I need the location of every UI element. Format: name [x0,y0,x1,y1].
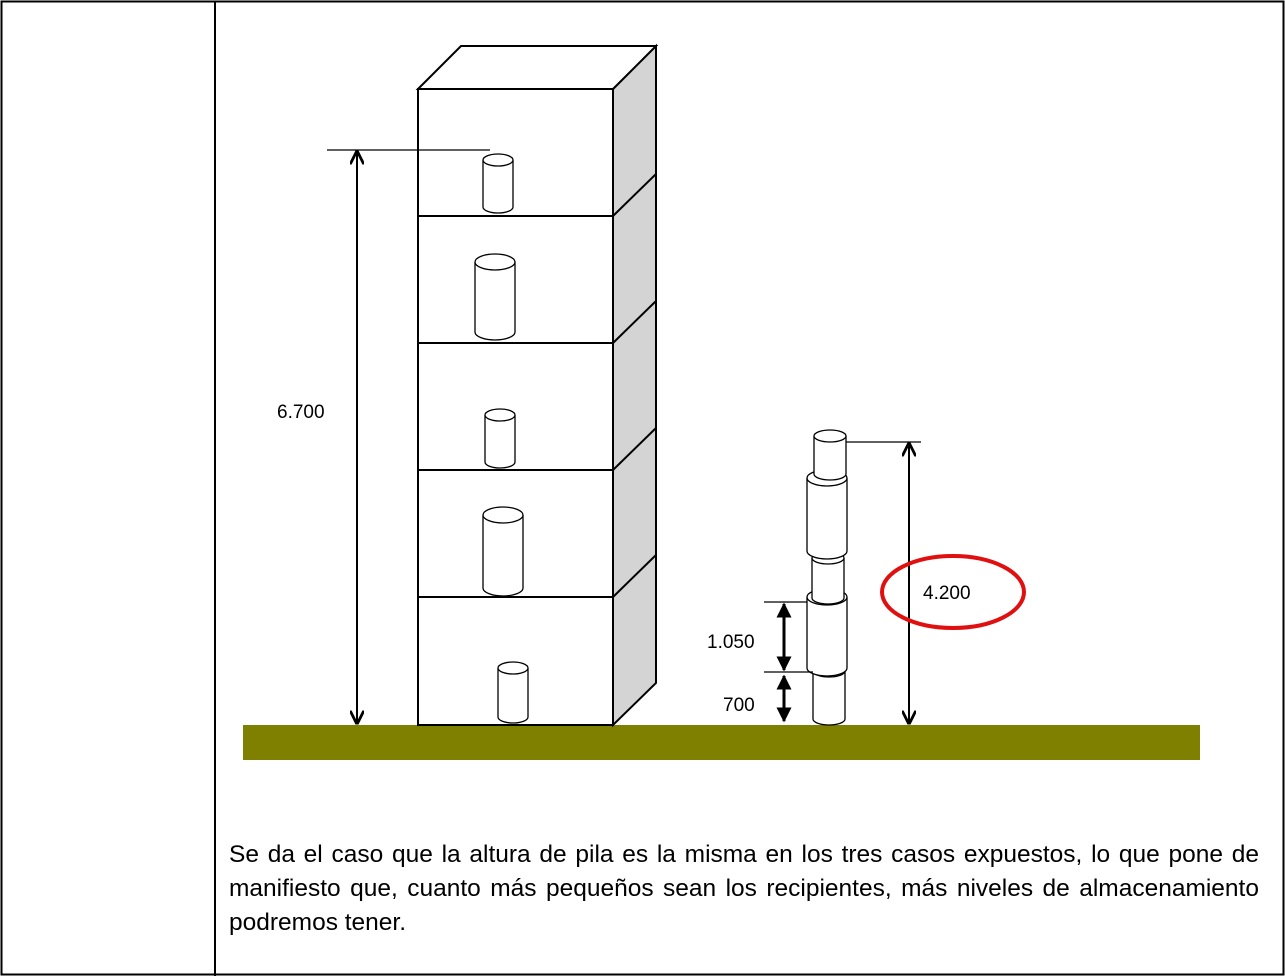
container-cylinder [811,551,845,605]
ground-bar [243,725,1200,760]
container-cylinder [497,661,529,724]
base-height-label: 700 [723,695,755,716]
container-cylinder [806,469,848,560]
container-cylinder [813,429,847,481]
rack-top-face [415,45,659,90]
shelf-edge-line [612,300,657,344]
container-height-label: 1.050 [707,632,755,653]
container-cylinder [482,506,524,597]
storage-rack [415,43,659,728]
rack-side-face [612,43,657,728]
container-cylinder [484,408,516,469]
shelf-edge-line [612,427,657,471]
rack-height-label: 6.700 [277,402,325,423]
shelf-edge-line [612,554,657,598]
highlight-circle [880,554,1026,630]
container-stack [806,429,848,726]
stack-height-dimension [846,441,921,723]
rack-containers [474,153,529,724]
rack-height-dimension [327,149,490,723]
shelf-edge-line [612,173,657,217]
caption-text: Se da el caso que la altura de pila es l… [229,841,1259,936]
container-cylinder [482,153,514,214]
container-cylinder [474,253,516,341]
rack-front-face [417,88,614,726]
container-height-dimension [764,601,813,673]
stack-height-label: 4.200 [923,583,971,604]
